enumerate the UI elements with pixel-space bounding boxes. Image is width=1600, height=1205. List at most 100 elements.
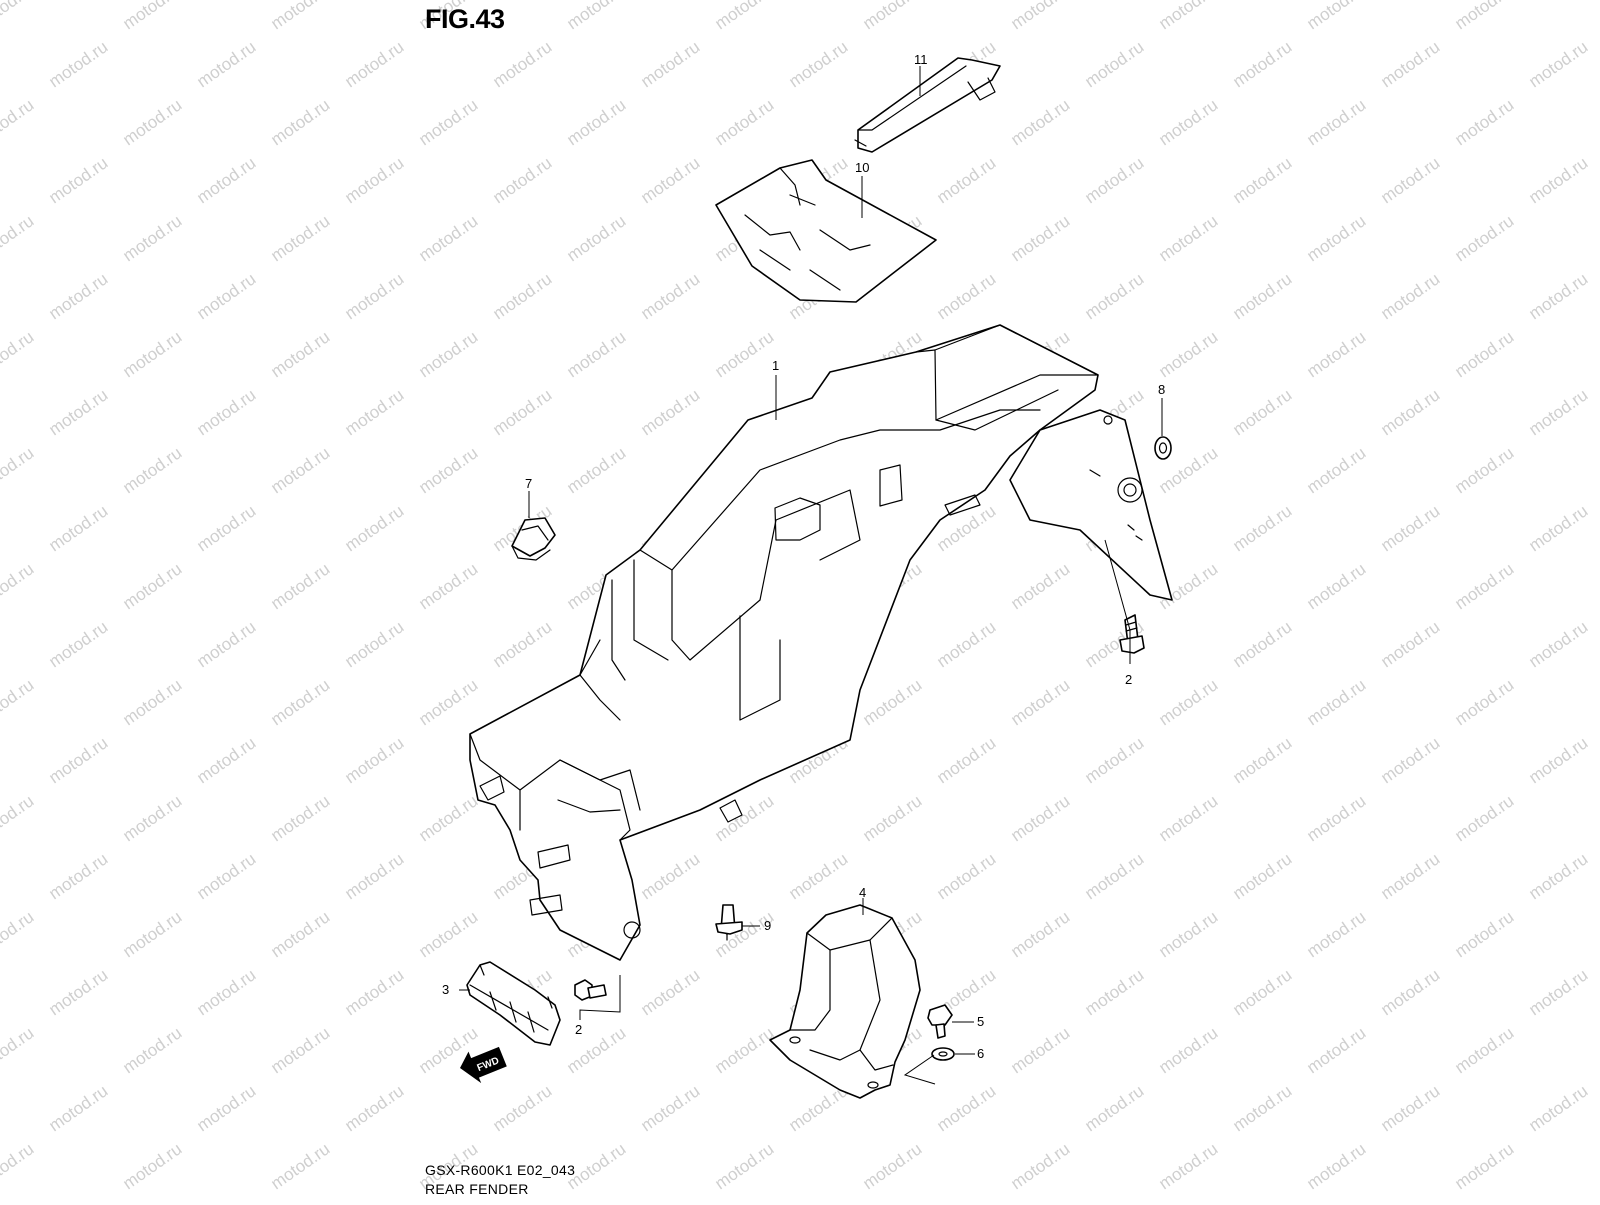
leader-lines (459, 66, 1163, 1085)
callout-11: 11 (914, 52, 928, 67)
watermark-text: motod.ru (1229, 733, 1295, 787)
watermark-text: motod.ru (933, 733, 999, 787)
callout-6: 6 (977, 1046, 984, 1061)
watermark-text: motod.ru (341, 37, 407, 91)
watermark-text: motod.ru (1229, 153, 1295, 207)
watermark-text: motod.ru (637, 849, 703, 903)
watermark-text: motod.ru (119, 907, 185, 961)
watermark-text: motod.ru (415, 443, 481, 497)
watermark-text: motod.ru (1377, 501, 1443, 555)
watermark-text: motod.ru (267, 327, 333, 381)
watermark-text: motod.ru (1525, 733, 1591, 787)
callout-5: 5 (977, 1014, 984, 1029)
part-8-washer (1154, 436, 1172, 460)
watermark-text: motod.ru (1155, 907, 1221, 961)
watermark-text: motod.ru (563, 327, 629, 381)
watermark-text: motod.ru (1377, 733, 1443, 787)
watermark-text: motod.ru (711, 1139, 777, 1193)
watermark-text: motod.ru (267, 211, 333, 265)
watermark-text: motod.ru (1007, 95, 1073, 149)
watermark-text: motod.ru (1451, 907, 1517, 961)
watermark-text: motod.ru (341, 617, 407, 671)
watermark-text: motod.ru (711, 95, 777, 149)
watermark-text: motod.ru (637, 965, 703, 1019)
watermark-text: motod.ru (1377, 1081, 1443, 1135)
callout-4: 4 (859, 885, 866, 900)
watermark-text: motod.ru (1525, 37, 1591, 91)
watermark-text: motod.ru (859, 1139, 925, 1193)
watermark-text: motod.ru (415, 675, 481, 729)
watermark-text: motod.ru (267, 791, 333, 845)
part-5-bolt (927, 1004, 953, 1039)
watermark-text: motod.ru (1377, 849, 1443, 903)
watermark-text: motod.ru (119, 559, 185, 613)
watermark-text: motod.ru (1525, 849, 1591, 903)
watermark-text: motod.ru (563, 0, 629, 33)
watermark-text: motod.ru (267, 0, 333, 33)
watermark-text: motod.ru (119, 791, 185, 845)
watermark-text: motod.ru (1525, 965, 1591, 1019)
watermark-text: motod.ru (193, 501, 259, 555)
watermark-text: motod.ru (1229, 37, 1295, 91)
watermark-text: motod.ru (193, 965, 259, 1019)
watermark-text: motod.ru (0, 211, 37, 265)
watermark-text: motod.ru (193, 1081, 259, 1135)
watermark-text: motod.ru (119, 327, 185, 381)
watermark-text: motod.ru (1007, 211, 1073, 265)
watermark-text: motod.ru (1007, 0, 1073, 33)
watermark-text: motod.ru (193, 385, 259, 439)
callout-9: 9 (764, 918, 771, 933)
watermark-text: motod.ru (637, 385, 703, 439)
watermark-text: motod.ru (45, 1081, 111, 1135)
watermark-text: motod.ru (0, 443, 37, 497)
watermark-text: motod.ru (119, 675, 185, 729)
watermark-text: motod.ru (933, 1081, 999, 1135)
watermark-text: motod.ru (1229, 1081, 1295, 1135)
watermark-text: motod.ru (0, 327, 37, 381)
watermark-text: motod.ru (1007, 791, 1073, 845)
watermark-text: motod.ru (193, 153, 259, 207)
watermark-text: motod.ru (785, 849, 851, 903)
watermark-text: motod.ru (1303, 1023, 1369, 1077)
watermark-text: motod.ru (1155, 1023, 1221, 1077)
watermark-text: motod.ru (415, 211, 481, 265)
watermark-text: motod.ru (1229, 617, 1295, 671)
watermark-text: motod.ru (489, 385, 555, 439)
watermark-text: motod.ru (637, 153, 703, 207)
watermark-text: motod.ru (489, 1081, 555, 1135)
watermark-text: motod.ru (1525, 617, 1591, 671)
watermark-text: motod.ru (341, 733, 407, 787)
watermark-text: motod.ru (119, 95, 185, 149)
watermark-text: motod.ru (859, 0, 925, 33)
watermark-text: motod.ru (119, 0, 185, 33)
watermark-text: motod.ru (1303, 327, 1369, 381)
watermark-text: motod.ru (637, 1081, 703, 1135)
watermark-text: motod.ru (341, 849, 407, 903)
watermark-text: motod.ru (1007, 1023, 1073, 1077)
watermark-text: motod.ru (1155, 0, 1221, 33)
watermark-text: motod.ru (859, 675, 925, 729)
part-6-washer (931, 1047, 955, 1061)
watermark-text: motod.ru (1081, 153, 1147, 207)
callout-1: 1 (772, 358, 779, 373)
watermark-text: motod.ru (489, 269, 555, 323)
watermark-text: motod.ru (1451, 791, 1517, 845)
watermark-text: motod.ru (933, 617, 999, 671)
watermark-text: motod.ru (267, 1023, 333, 1077)
watermark-text: motod.ru (341, 1081, 407, 1135)
watermark-text: motod.ru (341, 153, 407, 207)
watermark-text: motod.ru (563, 443, 629, 497)
watermark-text: motod.ru (0, 0, 37, 33)
watermark-text: motod.ru (119, 211, 185, 265)
watermark-text: motod.ru (1081, 269, 1147, 323)
watermark-text: motod.ru (267, 675, 333, 729)
part-4-flap (769, 904, 921, 1099)
watermark-text: motod.ru (1451, 327, 1517, 381)
watermark-text: motod.ru (1007, 559, 1073, 613)
watermark-text: motod.ru (1451, 443, 1517, 497)
watermark-text: motod.ru (933, 153, 999, 207)
watermark-text: motod.ru (45, 849, 111, 903)
watermark-text: motod.ru (1229, 385, 1295, 439)
watermark-text: motod.ru (0, 95, 37, 149)
